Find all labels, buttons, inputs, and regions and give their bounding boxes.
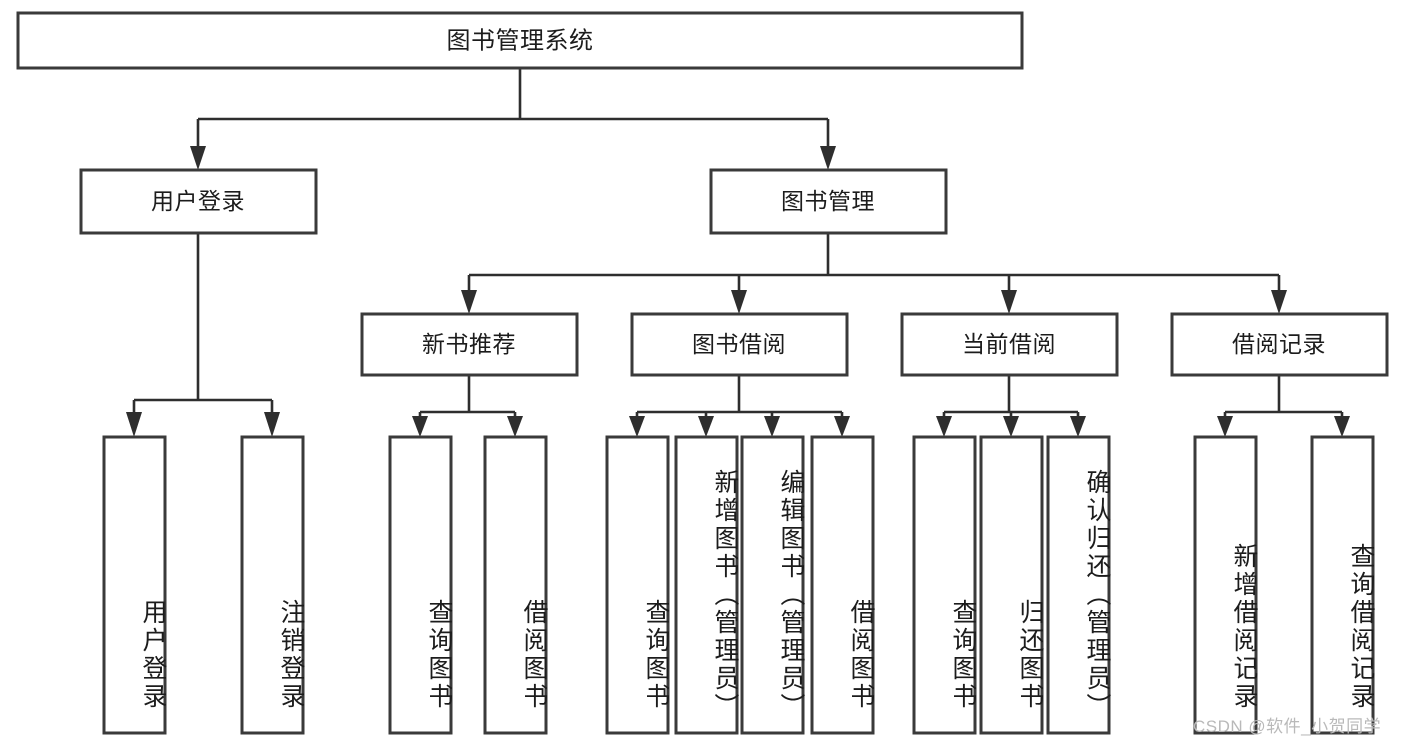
leaf-box-nb-0[interactable]	[388, 435, 453, 735]
connector-group-book-manage	[461, 233, 1287, 314]
arrow-cb-1	[1003, 416, 1019, 437]
arrow-bb-3	[834, 416, 850, 437]
arrow-ul-1	[264, 412, 280, 437]
leaf-box-bb-2[interactable]	[740, 435, 805, 735]
arrow-book-manage	[820, 146, 836, 170]
connector-group-book-borrow	[629, 375, 850, 437]
connector-group-current-borrow	[936, 375, 1086, 437]
arrow-cb-0	[936, 416, 952, 437]
arrow-nb-0	[412, 416, 428, 437]
leaf-box-bb-1[interactable]	[674, 435, 739, 735]
arrow-ul-0	[126, 412, 142, 437]
connector-group-new-book	[412, 375, 523, 437]
arrow-bb-0	[629, 416, 645, 437]
leaf-box-br-0[interactable]	[1193, 435, 1258, 735]
node-current-borrow-box[interactable]	[900, 312, 1119, 377]
leaf-box-cb-1[interactable]	[979, 435, 1044, 735]
connector-group-root	[190, 68, 836, 170]
node-borrow-record-label: 借阅记录	[1232, 331, 1326, 357]
node-user-login-label: 用户登录	[151, 188, 245, 214]
node-user-login-box[interactable]	[79, 168, 318, 235]
arrow-nb-1	[507, 416, 523, 437]
node-book-borrow-box[interactable]	[630, 312, 849, 377]
leaf-box-ul-0[interactable]	[102, 435, 167, 735]
arrow-bb-1	[698, 416, 714, 437]
node-new-book-label: 新书推荐	[422, 331, 516, 357]
arrow-user-login	[190, 146, 206, 170]
leaf-box-bb-3[interactable]	[810, 435, 875, 735]
leaf-box-br-1[interactable]	[1310, 435, 1375, 735]
arrow-borrow-record	[1271, 290, 1287, 314]
arrow-book-borrow	[731, 290, 747, 314]
arrow-bb-2	[764, 416, 780, 437]
node-root-box[interactable]	[16, 11, 1024, 70]
arrow-cb-2	[1070, 416, 1086, 437]
arrow-br-1	[1334, 416, 1350, 437]
node-book-manage-box[interactable]	[709, 168, 948, 235]
arrow-new-book	[461, 290, 477, 314]
leaf-box-cb-2[interactable]	[1046, 435, 1111, 735]
node-book-borrow-label: 图书借阅	[692, 331, 786, 357]
node-root-label: 图书管理系统	[447, 27, 594, 54]
arrow-current-borrow	[1001, 290, 1017, 314]
node-book-manage-label: 图书管理	[781, 188, 875, 214]
connector-group-user-login	[126, 233, 280, 437]
leaf-box-cb-0[interactable]	[912, 435, 977, 735]
leaf-box-nb-1[interactable]	[483, 435, 548, 735]
leaf-box-bb-0[interactable]	[605, 435, 670, 735]
connector-group-borrow-record	[1217, 375, 1350, 437]
arrow-br-0	[1217, 416, 1233, 437]
node-current-borrow-label: 当前借阅	[962, 331, 1056, 357]
csdn-watermark: CSDN @软件_小贺同学	[1193, 717, 1382, 736]
node-borrow-record-box[interactable]	[1170, 312, 1389, 377]
leaf-box-ul-1[interactable]	[240, 435, 305, 735]
node-new-book-box[interactable]	[360, 312, 579, 377]
